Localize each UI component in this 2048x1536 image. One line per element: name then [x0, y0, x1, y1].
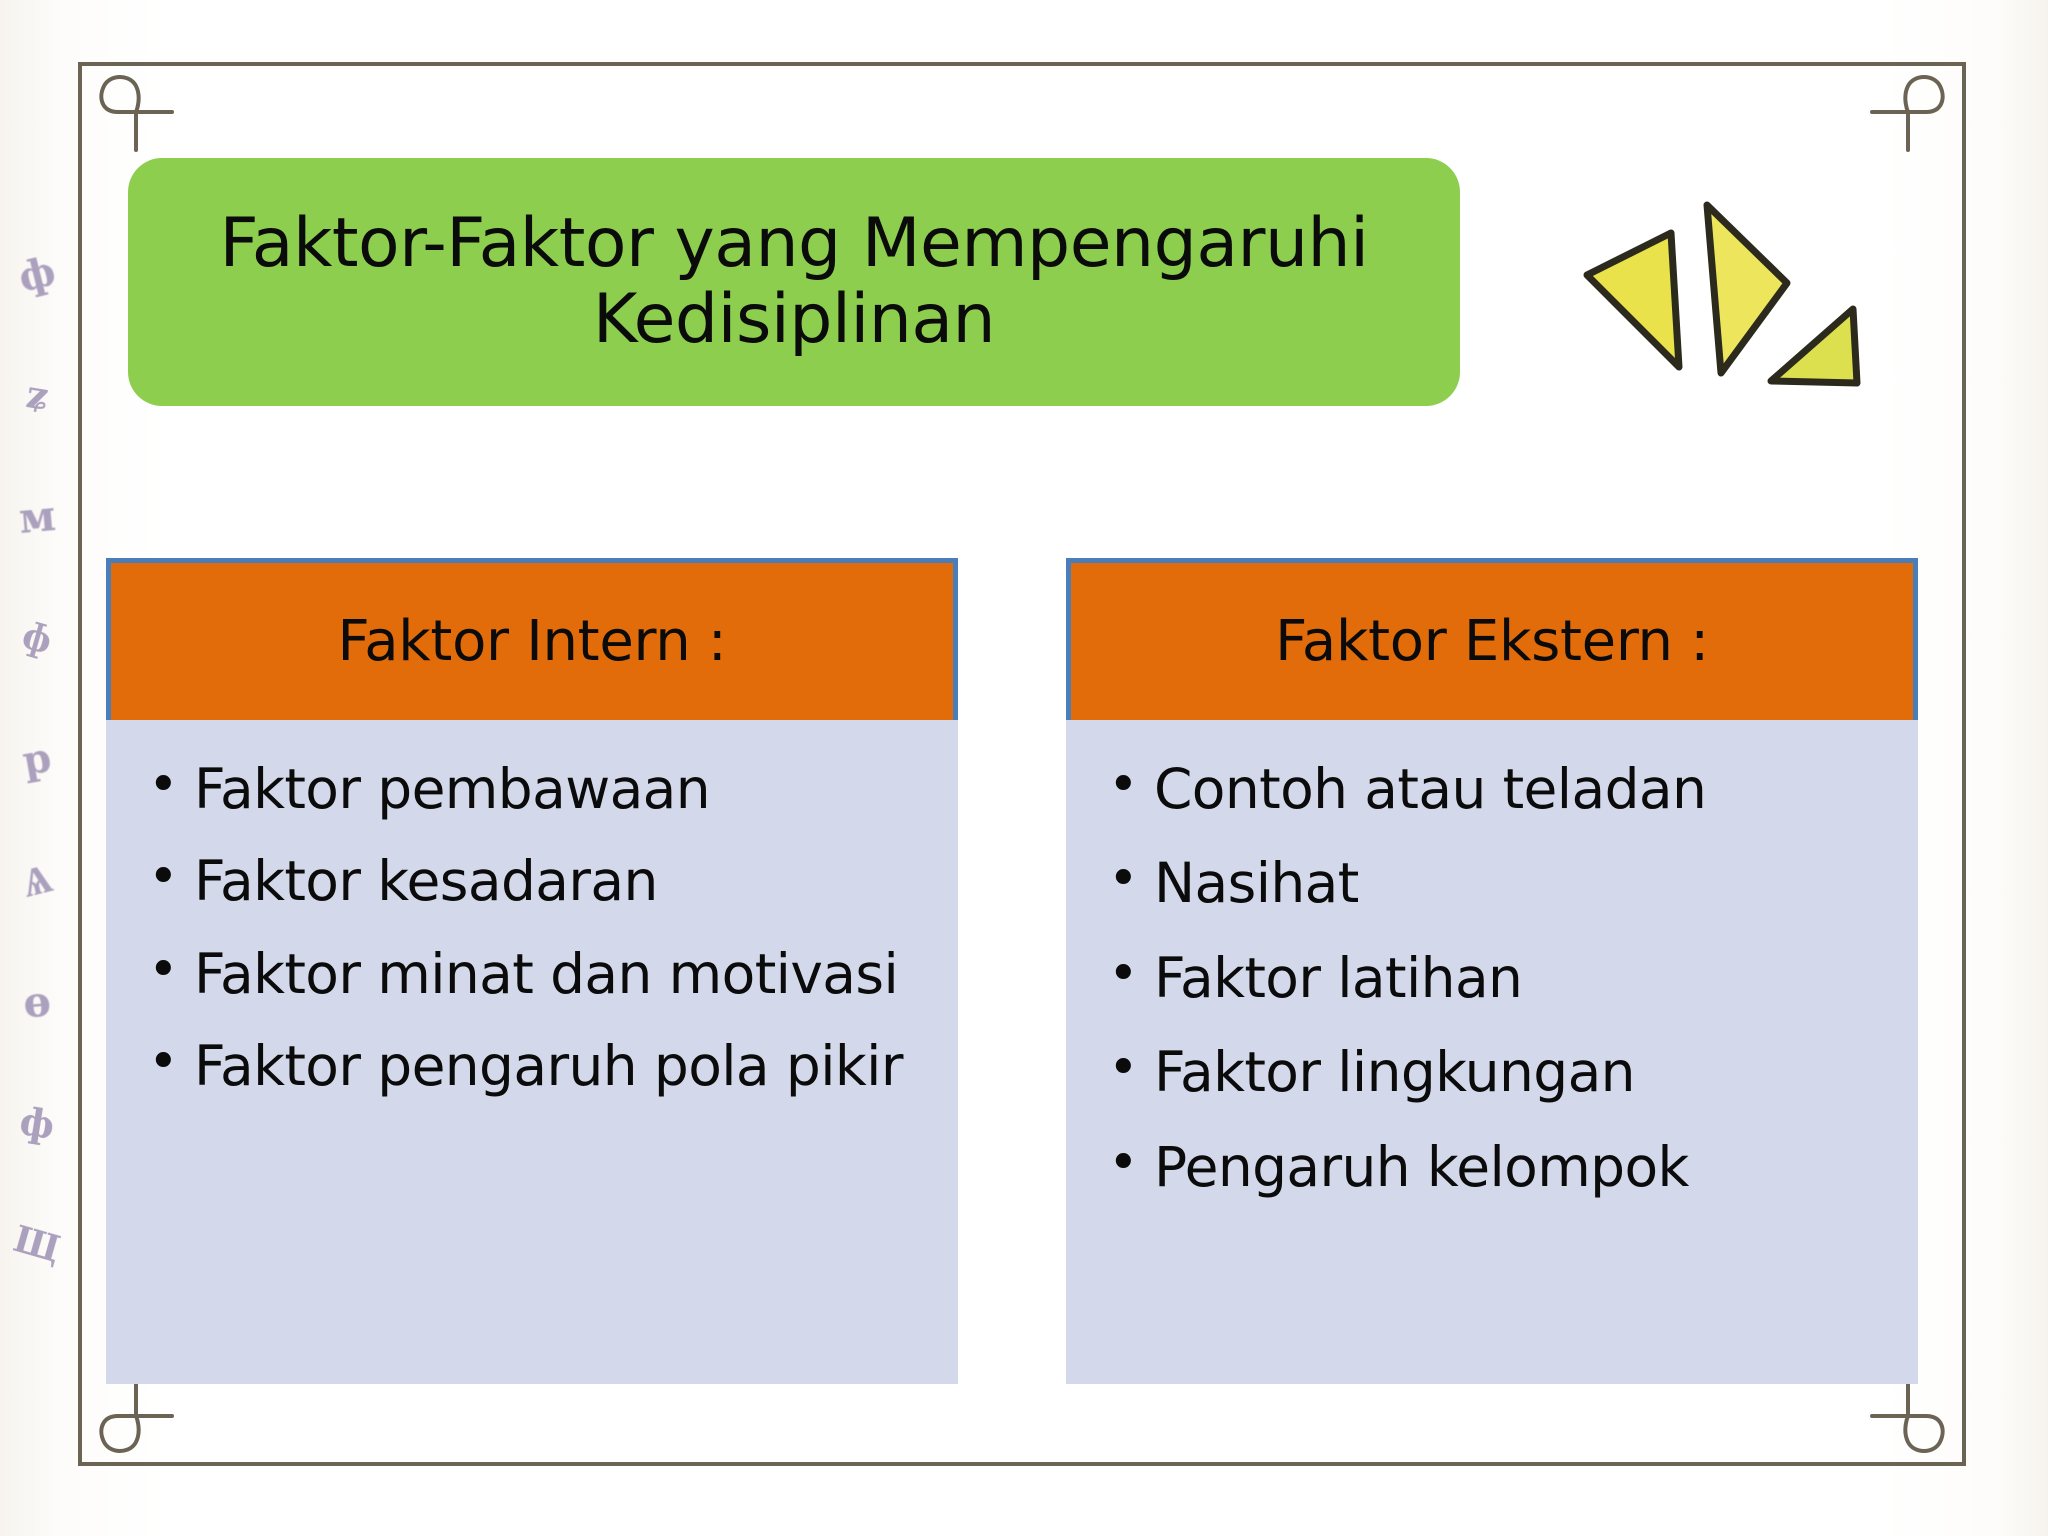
list-item: Nasihat: [1096, 846, 1888, 918]
card-faktor-ekstern: Faktor Ekstern : Contoh atau teladan Nas…: [1066, 558, 1918, 1384]
list-item: Faktor kesadaran: [136, 844, 928, 916]
list-item: Faktor minat dan motivasi: [136, 937, 928, 1009]
title-banner: Faktor-Faktor yang Mempengaruhi Kedisipl…: [128, 158, 1460, 406]
bullet-list-intern: Faktor pembawaan Faktor kesadaran Faktor…: [136, 752, 928, 1102]
card-header-intern-label: Faktor Intern :: [337, 609, 727, 674]
page-title-line-2: Kedisiplinan: [592, 280, 996, 359]
list-item: Faktor lingkungan: [1096, 1035, 1888, 1107]
card-header-ekstern: Faktor Ekstern :: [1066, 558, 1918, 720]
card-body-ekstern: Contoh atau teladan Nasihat Faktor latih…: [1066, 720, 1918, 1384]
card-header-ekstern-label: Faktor Ekstern :: [1275, 609, 1709, 674]
list-item: Contoh atau teladan: [1096, 752, 1888, 824]
card-body-intern: Faktor pembawaan Faktor kesadaran Faktor…: [106, 720, 958, 1384]
list-item: Pengaruh kelompok: [1096, 1130, 1888, 1202]
list-item: Faktor latihan: [1096, 941, 1888, 1013]
card-faktor-intern: Faktor Intern : Faktor pembawaan Faktor …: [106, 558, 958, 1384]
list-item: Faktor pembawaan: [136, 752, 928, 824]
bullet-list-ekstern: Contoh atau teladan Nasihat Faktor latih…: [1096, 752, 1888, 1202]
page-title: Faktor-Faktor yang Mempengaruhi Kedisipl…: [219, 203, 1369, 359]
card-header-intern: Faktor Intern :: [106, 558, 958, 720]
page-title-line-1: Faktor-Faktor yang Mempengaruhi: [219, 203, 1369, 283]
list-item: Faktor pengaruh pola pikir: [136, 1029, 928, 1101]
